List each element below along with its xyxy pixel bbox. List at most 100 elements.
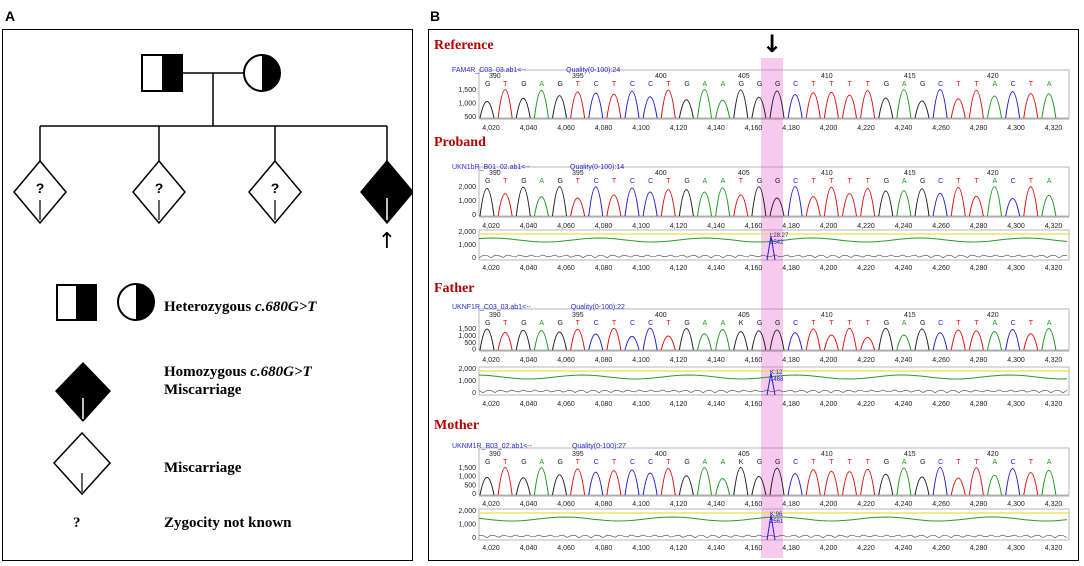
x-tick-label: 4,240 <box>895 357 913 364</box>
trace-peak <box>751 475 767 496</box>
base-call-label: T <box>503 81 508 88</box>
base-call-label: A <box>993 81 998 88</box>
base-call-label: T <box>1029 320 1034 327</box>
trace-peak <box>715 478 731 496</box>
x-tick-label: 4,080 <box>595 125 613 132</box>
x-tick-label: 4,240 <box>895 125 913 132</box>
base-call-label: T <box>866 459 871 466</box>
trace-peak <box>588 92 604 119</box>
position-tick-label: 405 <box>738 73 750 80</box>
base-call-label: C <box>648 320 653 327</box>
trace-peak <box>914 100 930 119</box>
trace-peak <box>950 98 966 119</box>
x-tick-label: 4,060 <box>557 501 575 508</box>
trace-peak <box>552 186 567 217</box>
trace-y-tick-label: 0 <box>472 390 476 397</box>
trace-peak <box>515 97 531 119</box>
track-header-father: UKNF1R_C03_03.ab1<--Quality(0-100):22 <box>452 304 625 311</box>
position-tick-label: 400 <box>655 73 667 80</box>
x-tick-label: 4,100 <box>632 357 650 364</box>
x-tick-label: 4,160 <box>745 125 763 132</box>
y-tick-label: 500 <box>464 340 476 347</box>
trace-peak <box>642 472 658 496</box>
position-tick-label: 415 <box>904 170 916 177</box>
x-tick-label: 4,320 <box>1045 501 1063 508</box>
trace-peak <box>678 189 694 217</box>
trace-y-tick-label: 0 <box>472 535 476 542</box>
base-call-label: T <box>956 81 961 88</box>
chromatogram-frame <box>478 69 1070 119</box>
trace-peak <box>751 186 767 217</box>
base-call-label: T <box>829 459 834 466</box>
trace-peak <box>1023 472 1039 496</box>
x-tick-label: 4,140 <box>707 223 725 230</box>
base-call-label: K <box>739 320 744 327</box>
x-tick-label: 4,120 <box>670 125 688 132</box>
trace-peak <box>878 97 894 119</box>
base-call-label: A <box>993 178 998 185</box>
base-call-label: T <box>503 320 508 327</box>
y-tick-label: 500 <box>464 482 476 489</box>
trace-peak <box>823 471 839 496</box>
position-tick-label: 415 <box>904 451 916 458</box>
trace-peak <box>787 94 803 119</box>
position-tick-label: 400 <box>655 312 667 319</box>
y-tick-label: 1,000 <box>458 474 476 481</box>
x-tick-label: 4,320 <box>1045 125 1063 132</box>
x-tick-label: 4,280 <box>970 357 988 364</box>
base-call-label: C <box>1011 178 1016 185</box>
base-call-label: A <box>1047 81 1052 88</box>
base-call-label: G <box>558 81 563 88</box>
base-call-label: T <box>612 178 617 185</box>
trace-peak <box>552 95 567 119</box>
trace-peak <box>678 475 694 496</box>
trace-peak <box>1041 93 1057 119</box>
x-tick-label: 4,080 <box>595 223 613 230</box>
x-tick-label: 4,260 <box>932 125 950 132</box>
base-call-label: T <box>974 459 979 466</box>
trace-peak <box>787 332 803 351</box>
y-tick-label: 1,000 <box>458 198 476 205</box>
base-call-label: A <box>539 320 544 327</box>
trace-peak <box>497 193 513 217</box>
trace-peak <box>715 99 731 119</box>
trace-peak <box>987 331 1002 351</box>
trace-peak <box>515 186 531 217</box>
position-tick-label: 420 <box>987 73 999 80</box>
trace-peak <box>660 189 676 217</box>
x-tick-label: 4,280 <box>970 223 988 230</box>
trace-x-tick-label: 4,100 <box>632 545 650 552</box>
trace-x-tick-label: 4,200 <box>820 545 838 552</box>
trace-peak <box>588 471 604 496</box>
trace-peak <box>1005 328 1021 351</box>
trace-x-tick-label: 4,240 <box>895 265 913 272</box>
x-tick-label: 4,040 <box>520 357 538 364</box>
x-tick-label: 4,320 <box>1045 357 1063 364</box>
trace-peak <box>769 90 785 119</box>
base-call-label: C <box>793 459 798 466</box>
trace-peak <box>769 468 785 496</box>
trace-peak <box>642 191 658 217</box>
x-tick-label: 4,220 <box>857 125 875 132</box>
trace-peak <box>896 89 912 119</box>
trace-peak <box>823 334 839 351</box>
x-tick-label: 4,260 <box>932 357 950 364</box>
trace-x-tick-label: 4,040 <box>520 265 538 272</box>
trace-x-tick-label: 4,180 <box>782 545 800 552</box>
base-call-label: T <box>956 178 961 185</box>
trace-peak <box>914 188 930 217</box>
base-call-label: A <box>539 459 544 466</box>
x-tick-label: 4,240 <box>895 501 913 508</box>
trace-peak <box>987 186 1002 217</box>
trace-peak <box>533 90 549 119</box>
x-tick-label: 4,300 <box>1007 223 1025 230</box>
trace-x-tick-label: 4,220 <box>857 265 875 272</box>
trace-y-tick-label: 2,000 <box>458 366 476 373</box>
trace-peak <box>805 469 821 496</box>
base-call-label: C <box>1011 81 1016 88</box>
base-call-label: T <box>811 81 816 88</box>
trace-x-tick-label: 4,200 <box>820 401 838 408</box>
x-tick-label: 4,180 <box>782 223 800 230</box>
trace-x-tick-label: 4,180 <box>782 265 800 272</box>
y-tick-label: 2,000 <box>458 184 476 191</box>
